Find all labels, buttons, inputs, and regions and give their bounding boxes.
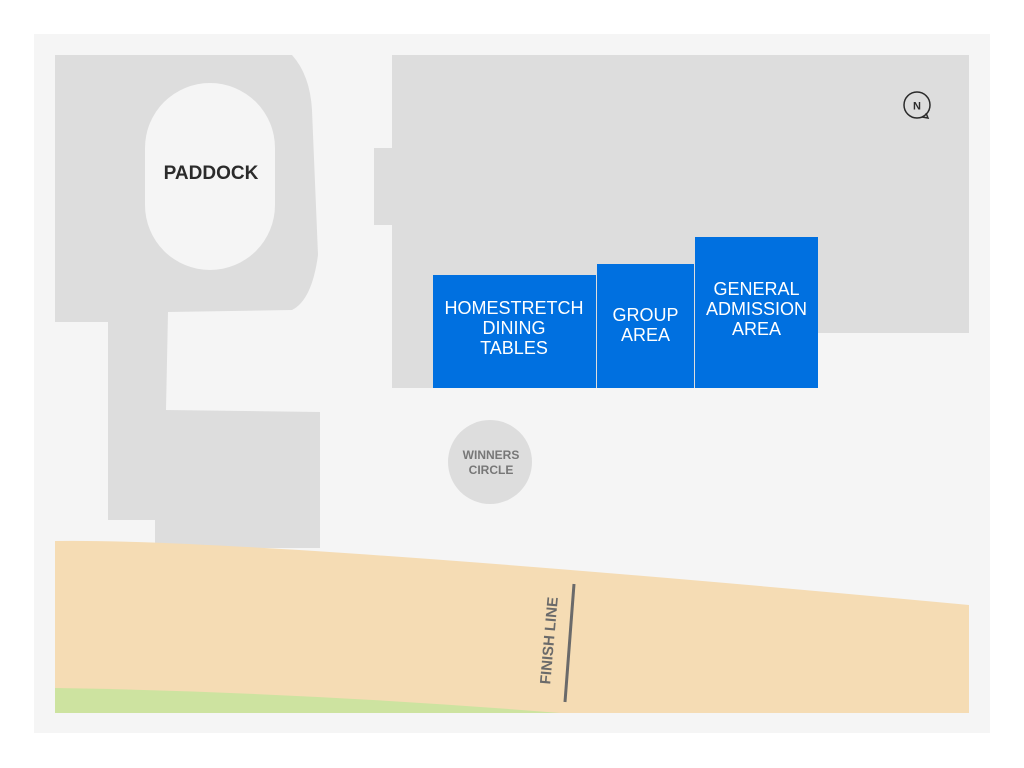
section-general-admission-line-3: AREA xyxy=(732,319,781,339)
turf-strip xyxy=(55,688,560,713)
compass-north-label: N xyxy=(913,101,921,113)
section-homestretch-line-3: TABLES xyxy=(480,338,548,358)
compass-icon: N xyxy=(903,91,931,119)
section-homestretch-line-1: HOMESTRETCH xyxy=(445,298,584,318)
winners-circle-line-1: WINNERS xyxy=(463,448,520,462)
section-group-shape xyxy=(597,264,694,388)
winners-circle-line-2: CIRCLE xyxy=(469,463,514,477)
section-group-line-2: AREA xyxy=(621,325,670,345)
paddock-label: PADDOCK xyxy=(164,163,259,184)
section-homestretch-dining-tables[interactable]: HOMESTRETCH DINING TABLES xyxy=(433,275,596,388)
race-track xyxy=(55,540,969,713)
section-general-admission-area[interactable]: GENERAL ADMISSION AREA xyxy=(695,237,818,388)
section-group-area[interactable]: GROUP AREA xyxy=(597,264,694,388)
finish-line xyxy=(563,583,576,703)
section-general-admission-line-1: GENERAL xyxy=(713,279,799,299)
section-homestretch-shape xyxy=(433,275,596,388)
section-group-line-1: GROUP xyxy=(612,305,678,325)
section-homestretch-line-2: DINING xyxy=(483,318,546,338)
section-general-admission-shape xyxy=(695,237,818,388)
paddock-oval xyxy=(145,83,275,270)
section-general-admission-line-2: ADMISSION xyxy=(706,299,807,319)
winners-circle xyxy=(448,420,532,504)
